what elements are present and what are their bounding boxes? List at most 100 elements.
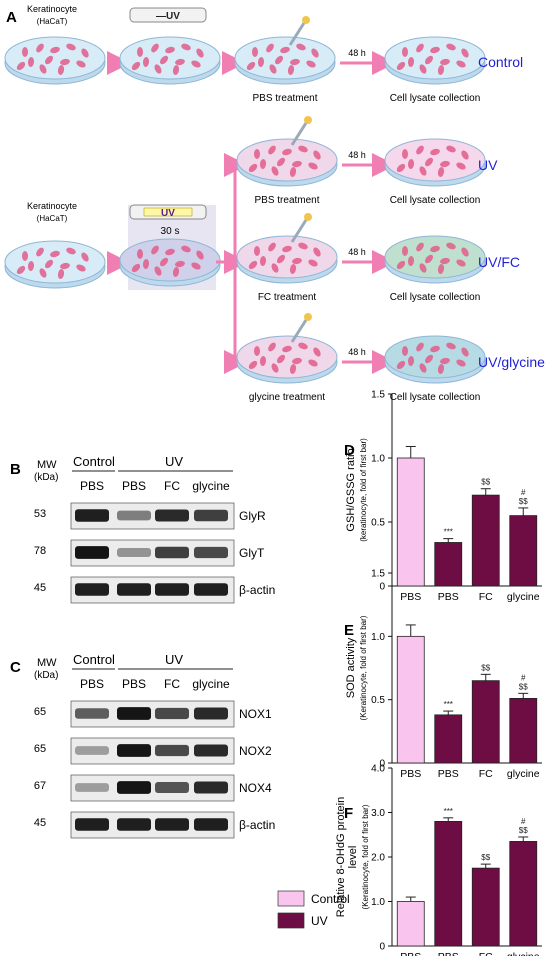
cell-icon — [424, 354, 434, 364]
x-tick-label: PBS — [400, 951, 421, 956]
bar — [434, 821, 463, 947]
cell-icon — [276, 254, 286, 264]
cell-icon — [269, 64, 277, 74]
cell-icon — [172, 65, 180, 75]
panel-label-d: D — [344, 442, 355, 459]
cell-icon — [416, 342, 424, 352]
mw-value: 65 — [34, 706, 46, 718]
significance-mark: *** — [444, 700, 453, 709]
cell-icon — [175, 58, 185, 66]
incubation-label: 48 h — [348, 48, 366, 58]
cell-line-label: (HaCaT) — [37, 214, 68, 223]
pipette-body — [290, 122, 308, 146]
cell-icon — [430, 148, 440, 156]
cell-icon — [419, 263, 427, 273]
cell-icon — [440, 357, 450, 365]
y-tick-label: 0.5 — [371, 518, 385, 529]
bar — [509, 698, 538, 764]
blot-band — [194, 818, 228, 831]
protein-label: β-actin — [239, 818, 275, 832]
cell-icon — [282, 345, 292, 353]
cell-icon — [191, 262, 201, 270]
significance-mark: $$ — [481, 663, 490, 672]
dish-medium — [234, 36, 336, 80]
keratinocyte-label: Keratinocyte — [27, 4, 77, 14]
cell-icon — [311, 48, 319, 58]
cell-icon — [461, 150, 469, 160]
dish — [384, 138, 486, 187]
cell-icon — [424, 254, 434, 264]
cell-icon — [268, 145, 276, 155]
cell-icon — [16, 265, 26, 275]
dish — [236, 235, 338, 284]
dish — [384, 235, 486, 284]
cell-icon — [396, 61, 406, 71]
incubation-label: 48 h — [348, 150, 366, 160]
cell-icon — [22, 47, 28, 57]
cell-icon — [142, 259, 150, 269]
cell-icon — [461, 247, 469, 257]
cell-icon — [142, 57, 150, 67]
significance-mark: # — [521, 673, 526, 682]
mw-value: 53 — [34, 508, 46, 520]
blot-band — [155, 818, 189, 831]
cell-icon — [154, 64, 162, 74]
y-axis-sublabel: (Keratinocyte, fold of first bar) — [359, 615, 368, 720]
group-uv-label: UV — [165, 454, 183, 469]
cell-icon — [172, 267, 180, 277]
lane-label: PBS — [80, 479, 104, 493]
y-tick-label: 0.5 — [371, 695, 385, 706]
y-tick-label: 4.0 — [371, 764, 385, 775]
cell-icon — [419, 363, 427, 373]
cell-icon — [248, 260, 258, 270]
incubation-label: 48 h — [348, 247, 366, 257]
treatment-label: glycine treatment — [249, 392, 325, 403]
cell-icon — [306, 60, 316, 68]
x-tick-label: glycine — [507, 951, 540, 956]
uv-lamp-on: UV — [129, 204, 207, 220]
blot-band — [117, 744, 151, 757]
cell-icon — [276, 354, 286, 364]
group-control-label: Control — [73, 454, 115, 469]
cell-icon — [16, 61, 26, 71]
x-tick-label: PBS — [400, 591, 421, 603]
cell-icon — [456, 259, 466, 267]
cell-icon — [181, 245, 191, 253]
cell-icon — [446, 43, 456, 51]
x-tick-label: FC — [479, 768, 493, 780]
cell-icon — [296, 43, 306, 51]
cell-icon — [196, 250, 204, 260]
cell-icon — [402, 346, 408, 356]
incubation-label: 48 h — [348, 347, 366, 357]
blot-band — [194, 509, 228, 522]
cell-icon — [289, 364, 297, 374]
cell-icon — [131, 61, 141, 71]
blot-band — [117, 781, 151, 794]
blot-band — [75, 708, 109, 719]
cell-icon — [437, 364, 445, 374]
cell-icon — [257, 57, 265, 67]
group-uv-label: UV — [165, 652, 183, 667]
lane-label: FC — [164, 677, 180, 691]
treatment-label: FC treatment — [258, 292, 317, 303]
pipette-icon — [290, 116, 312, 146]
cell-icon — [191, 60, 201, 68]
cell-icon — [402, 149, 408, 159]
blot-band — [117, 547, 151, 558]
cell-icon — [430, 245, 440, 253]
blot-band — [155, 583, 189, 596]
blot-band — [194, 546, 228, 559]
dish-medium — [384, 335, 486, 379]
y-tick-label: 1.0 — [371, 454, 385, 465]
cell-icon — [76, 264, 86, 272]
cell-icon — [437, 65, 445, 75]
cell-icon — [165, 46, 175, 54]
x-tick-label: PBS — [400, 768, 421, 780]
cell-icon — [39, 268, 47, 278]
lamp-tube — [143, 207, 193, 217]
cell-icon — [268, 342, 276, 352]
dish-medium — [384, 138, 486, 182]
cell-icon — [259, 356, 267, 366]
cell-icon — [39, 64, 47, 74]
